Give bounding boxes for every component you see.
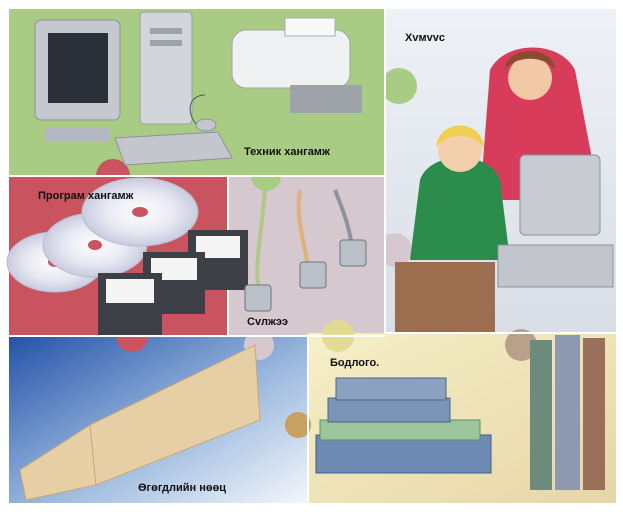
file-folders-icon: [19, 344, 261, 501]
monitor-icon: [395, 154, 614, 332]
label-procedures: Бодлого.: [330, 357, 380, 369]
floppy-disks-icon: [98, 230, 248, 335]
computer-icon: [34, 11, 193, 142]
keyboard-icon: [114, 131, 233, 166]
bookshelf-icon: [530, 335, 605, 490]
people-icon: [410, 47, 600, 260]
label-software: Програм хангамж: [38, 190, 134, 202]
label-hardware: Техник хангамж: [244, 146, 330, 158]
label-network: Сvлжээ: [247, 316, 288, 328]
network-plugs-icon: [244, 239, 367, 312]
label-data: Өгөгдлийн нөөц: [138, 482, 227, 494]
label-people: Хvмvvс: [405, 32, 445, 44]
discs-icon: [6, 177, 199, 293]
printer-icon: [231, 17, 362, 113]
books-icon: [315, 377, 492, 474]
mouse-icon: [189, 94, 217, 132]
